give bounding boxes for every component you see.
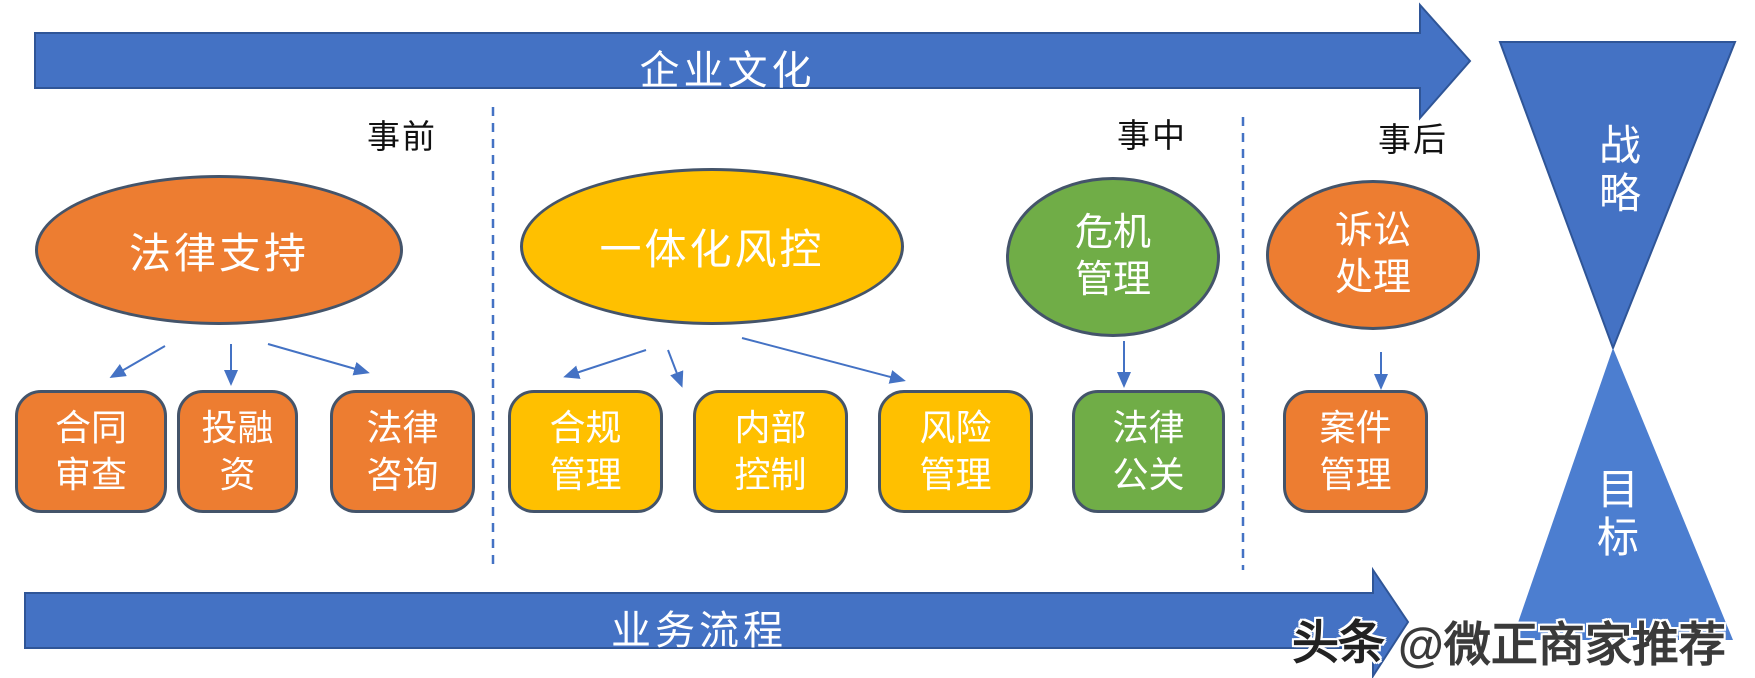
box-legal-pr: 法律 公关 bbox=[1072, 390, 1225, 513]
box-case-management-label: 案件 管理 bbox=[1319, 407, 1392, 495]
node-litigation-handling-label: 诉讼 处理 bbox=[1334, 209, 1411, 300]
node-integrated-risk-control-label: 一体化风控 bbox=[599, 226, 825, 273]
business-process-label: 业务流程 bbox=[611, 609, 787, 653]
node-litigation-handling: 诉讼 处理 bbox=[1266, 180, 1480, 330]
box-compliance-management: 合规 管理 bbox=[508, 390, 663, 513]
phase-label-after: 事后 bbox=[1378, 121, 1448, 158]
connector-legal-support-right bbox=[267, 343, 370, 376]
box-legal-pr-label: 法律 公关 bbox=[1112, 407, 1185, 495]
box-legal-consulting-label: 法律 咨询 bbox=[366, 407, 439, 495]
box-contract-review: 合同 审查 bbox=[15, 390, 167, 513]
box-risk-management: 风险 管理 bbox=[878, 390, 1033, 513]
phase-label-during: 事中 bbox=[1117, 117, 1187, 154]
box-investment-financing: 投融 资 bbox=[177, 390, 298, 513]
box-legal-consulting: 法律 咨询 bbox=[330, 390, 475, 513]
box-internal-control: 内部 控制 bbox=[693, 390, 848, 513]
node-legal-support-label: 法律支持 bbox=[128, 229, 309, 277]
box-internal-control-label: 内部 控制 bbox=[734, 407, 807, 495]
watermark-handle: @微正商家推荐 bbox=[1398, 618, 1726, 671]
corporate-culture-arrow bbox=[34, 2, 1472, 121]
connector-risk-mid bbox=[667, 349, 684, 388]
node-legal-support: 法律支持 bbox=[35, 175, 403, 325]
strategy-label: 战 略 bbox=[1598, 122, 1641, 218]
box-risk-management-label: 风险 管理 bbox=[919, 407, 992, 495]
box-investment-financing-label: 投融 资 bbox=[201, 407, 274, 495]
corporate-culture-label: 企业文化 bbox=[639, 49, 816, 93]
box-compliance-management-label: 合规 管理 bbox=[549, 407, 622, 495]
node-crisis-management: 危机 管理 bbox=[1006, 177, 1220, 337]
box-contract-review-label: 合同 审查 bbox=[54, 407, 127, 495]
node-crisis-management-label: 危机 管理 bbox=[1074, 211, 1151, 302]
business-process-arrow bbox=[24, 566, 1410, 678]
goal-label: 目 标 bbox=[1596, 466, 1639, 562]
connector-risk-right bbox=[741, 337, 906, 384]
phase-label-before: 事前 bbox=[367, 118, 437, 155]
strategy-triangle bbox=[1498, 41, 1737, 351]
box-case-management: 案件 管理 bbox=[1283, 390, 1428, 513]
connector-legal-support-left bbox=[109, 345, 166, 378]
watermark-toutiao-logo: 头条 bbox=[1292, 616, 1385, 669]
goal-triangle bbox=[1512, 348, 1733, 640]
connector-risk-left bbox=[563, 349, 647, 379]
node-integrated-risk-control: 一体化风控 bbox=[520, 168, 904, 325]
